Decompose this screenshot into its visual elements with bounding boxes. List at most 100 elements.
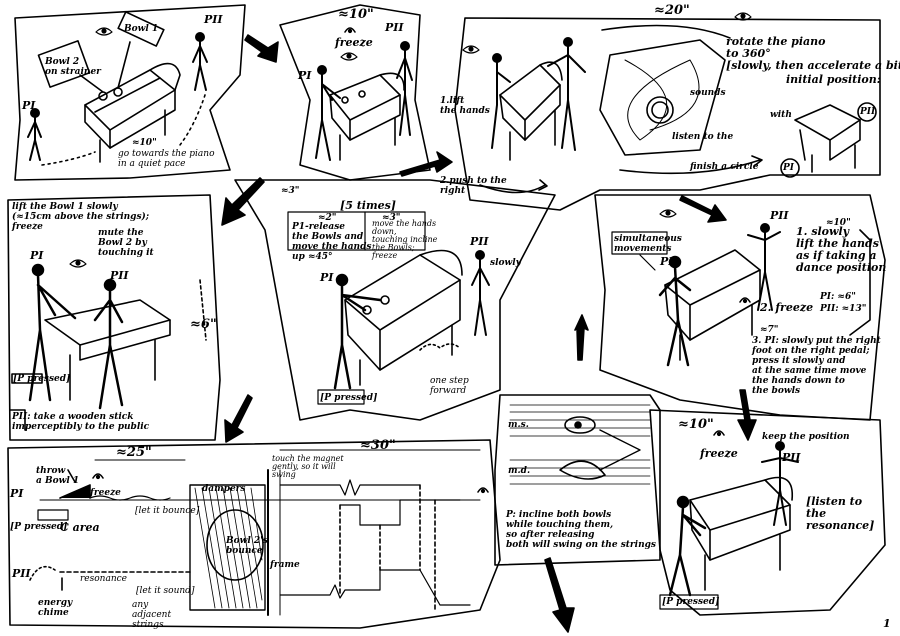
p5-times: [5 times] <box>340 199 396 212</box>
stick-figure-icon <box>658 255 692 367</box>
p7-letsound: [let it sound] <box>136 586 195 596</box>
p6-step3: 3. PI: slowly put the right foot on the … <box>752 336 881 396</box>
p6-step1: 1. slowly lift the hands as if taking a … <box>796 225 887 274</box>
stick-figure-icon <box>471 250 490 336</box>
p6-dur10: ≈10" <box>826 218 851 228</box>
stick-figure-icon <box>93 278 124 410</box>
p3-dur: ≈20" <box>654 3 690 18</box>
p5-pII: PII <box>470 235 489 248</box>
p8-md: m.d. <box>508 466 531 476</box>
p3-finish: finish a circle <box>690 162 759 172</box>
p3-sounds: sounds <box>690 88 726 98</box>
p2-pII: PII <box>385 21 404 34</box>
p7-resonance: resonance <box>80 574 127 584</box>
p6-pII: PII <box>770 209 789 222</box>
panel-9-frame <box>649 409 886 616</box>
p3-initial: initial position: <box>786 73 881 86</box>
p9-pII: PII <box>782 451 801 464</box>
p7-frame: frame <box>270 560 300 570</box>
pointing-arrow-icon <box>399 151 453 177</box>
p4-pII: PII <box>110 269 129 282</box>
p5-step: one step forward <box>430 376 469 396</box>
p3-listen: listen to the <box>672 132 734 142</box>
p2-freeze: freeze <box>335 36 373 49</box>
p8-incline: P: incline both bowls while touching the… <box>506 510 656 550</box>
panel-5-frame <box>234 179 556 421</box>
stick-figure-icon <box>396 41 413 136</box>
p2-pI: PI <box>298 69 312 82</box>
p6-freeze2: 2. freeze <box>760 301 814 314</box>
eye-icon <box>462 45 480 54</box>
p7-dampers: dampers <box>202 484 246 494</box>
piano-icon <box>344 249 463 386</box>
p3-pII: PII <box>860 107 876 117</box>
stick-figure-icon <box>192 32 208 91</box>
pointing-arrow-icon <box>679 195 727 223</box>
piano-icon <box>84 62 181 163</box>
eye-icon <box>659 209 677 218</box>
eye-icon <box>734 12 752 21</box>
p9-listen: [listen to the resonance] <box>806 495 875 532</box>
piano-icon <box>44 299 171 401</box>
p6-pI: PI <box>660 255 674 268</box>
p1-dur: ≈10" <box>132 138 157 148</box>
panel-3-frame <box>454 17 881 211</box>
p4-lift: lift the Bowl 1 slowly (≈15cm above the … <box>12 202 150 232</box>
p1-pI: PI <box>22 99 36 112</box>
p3-with: with <box>770 110 792 120</box>
p3-rotate: rotate the piano to 360° [slowly, then a… <box>726 35 900 72</box>
p9-keep: keep the position <box>762 432 850 442</box>
p2-dur: ≈10" <box>338 7 374 22</box>
p4-note: PII: take a wooden stick imperceptibly t… <box>12 412 150 432</box>
p3-pI: PI <box>783 163 794 173</box>
panel-2-frame <box>279 4 431 181</box>
pointing-arrow-icon <box>224 394 253 443</box>
fermata-icon <box>739 297 751 304</box>
panel-7-frame <box>7 439 501 629</box>
p7-pII: PII <box>12 567 31 580</box>
stick-figure-icon <box>27 108 42 161</box>
p7-dur30: ≈30" <box>360 438 396 453</box>
p7-dur25: ≈25" <box>116 445 152 460</box>
p7-energy: energy chime <box>38 598 73 618</box>
p9-dur: ≈10" <box>678 417 714 432</box>
piano-icon <box>499 61 563 161</box>
p1-pII: PII <box>204 13 223 26</box>
p7-freeze: freeze <box>90 488 121 498</box>
panel-4-frame <box>7 194 221 441</box>
p5-b: ≈3" <box>382 213 401 223</box>
fermata-icon <box>344 27 356 34</box>
pointing-arrow-icon <box>221 177 265 226</box>
p1-caption: go towards the piano in a quiet pace <box>118 149 215 169</box>
p6-sim: simultaneous movements <box>614 234 682 254</box>
eye-icon <box>95 27 113 36</box>
stick-figure-icon <box>747 223 781 311</box>
fermata-icon <box>92 473 104 480</box>
p5-slowly: slowly <box>490 258 521 268</box>
p6-pii13: PII: ≈13" <box>820 304 867 314</box>
stick-figure-icon <box>333 273 382 390</box>
stick-figure-icon <box>547 37 586 151</box>
p7-throw: throw a Bowl 1 <box>36 466 80 486</box>
p6-dur7: ≈7" <box>760 325 779 335</box>
stick-figure-icon <box>491 53 511 149</box>
p8-ms: m.s. <box>508 420 529 430</box>
pointing-arrow-icon <box>244 34 279 63</box>
stick-figure-icon <box>668 495 707 597</box>
p5-pI: PI <box>320 271 334 284</box>
p5-move: move the hands down, touching incline th… <box>372 219 438 260</box>
p4-dur: ≈6" <box>190 317 217 332</box>
p5-release: P1-release the Bowls and move the hands … <box>292 222 372 262</box>
p4-pI: PI <box>30 249 44 262</box>
p7-pI: PI <box>10 487 24 500</box>
p6-pi6: PI: ≈6" <box>820 292 856 302</box>
pointing-arrow-icon <box>737 389 757 441</box>
p7-touch: touch the magnet gently, so it will swin… <box>272 454 344 479</box>
piano-icon <box>329 72 405 161</box>
stick-figure-icon <box>315 65 341 161</box>
p7-carea: C area <box>60 521 100 534</box>
p5-pressed: [P pressed] <box>320 393 378 403</box>
p7-pressed: [P pressed] <box>10 522 68 532</box>
eye-icon <box>340 52 358 61</box>
